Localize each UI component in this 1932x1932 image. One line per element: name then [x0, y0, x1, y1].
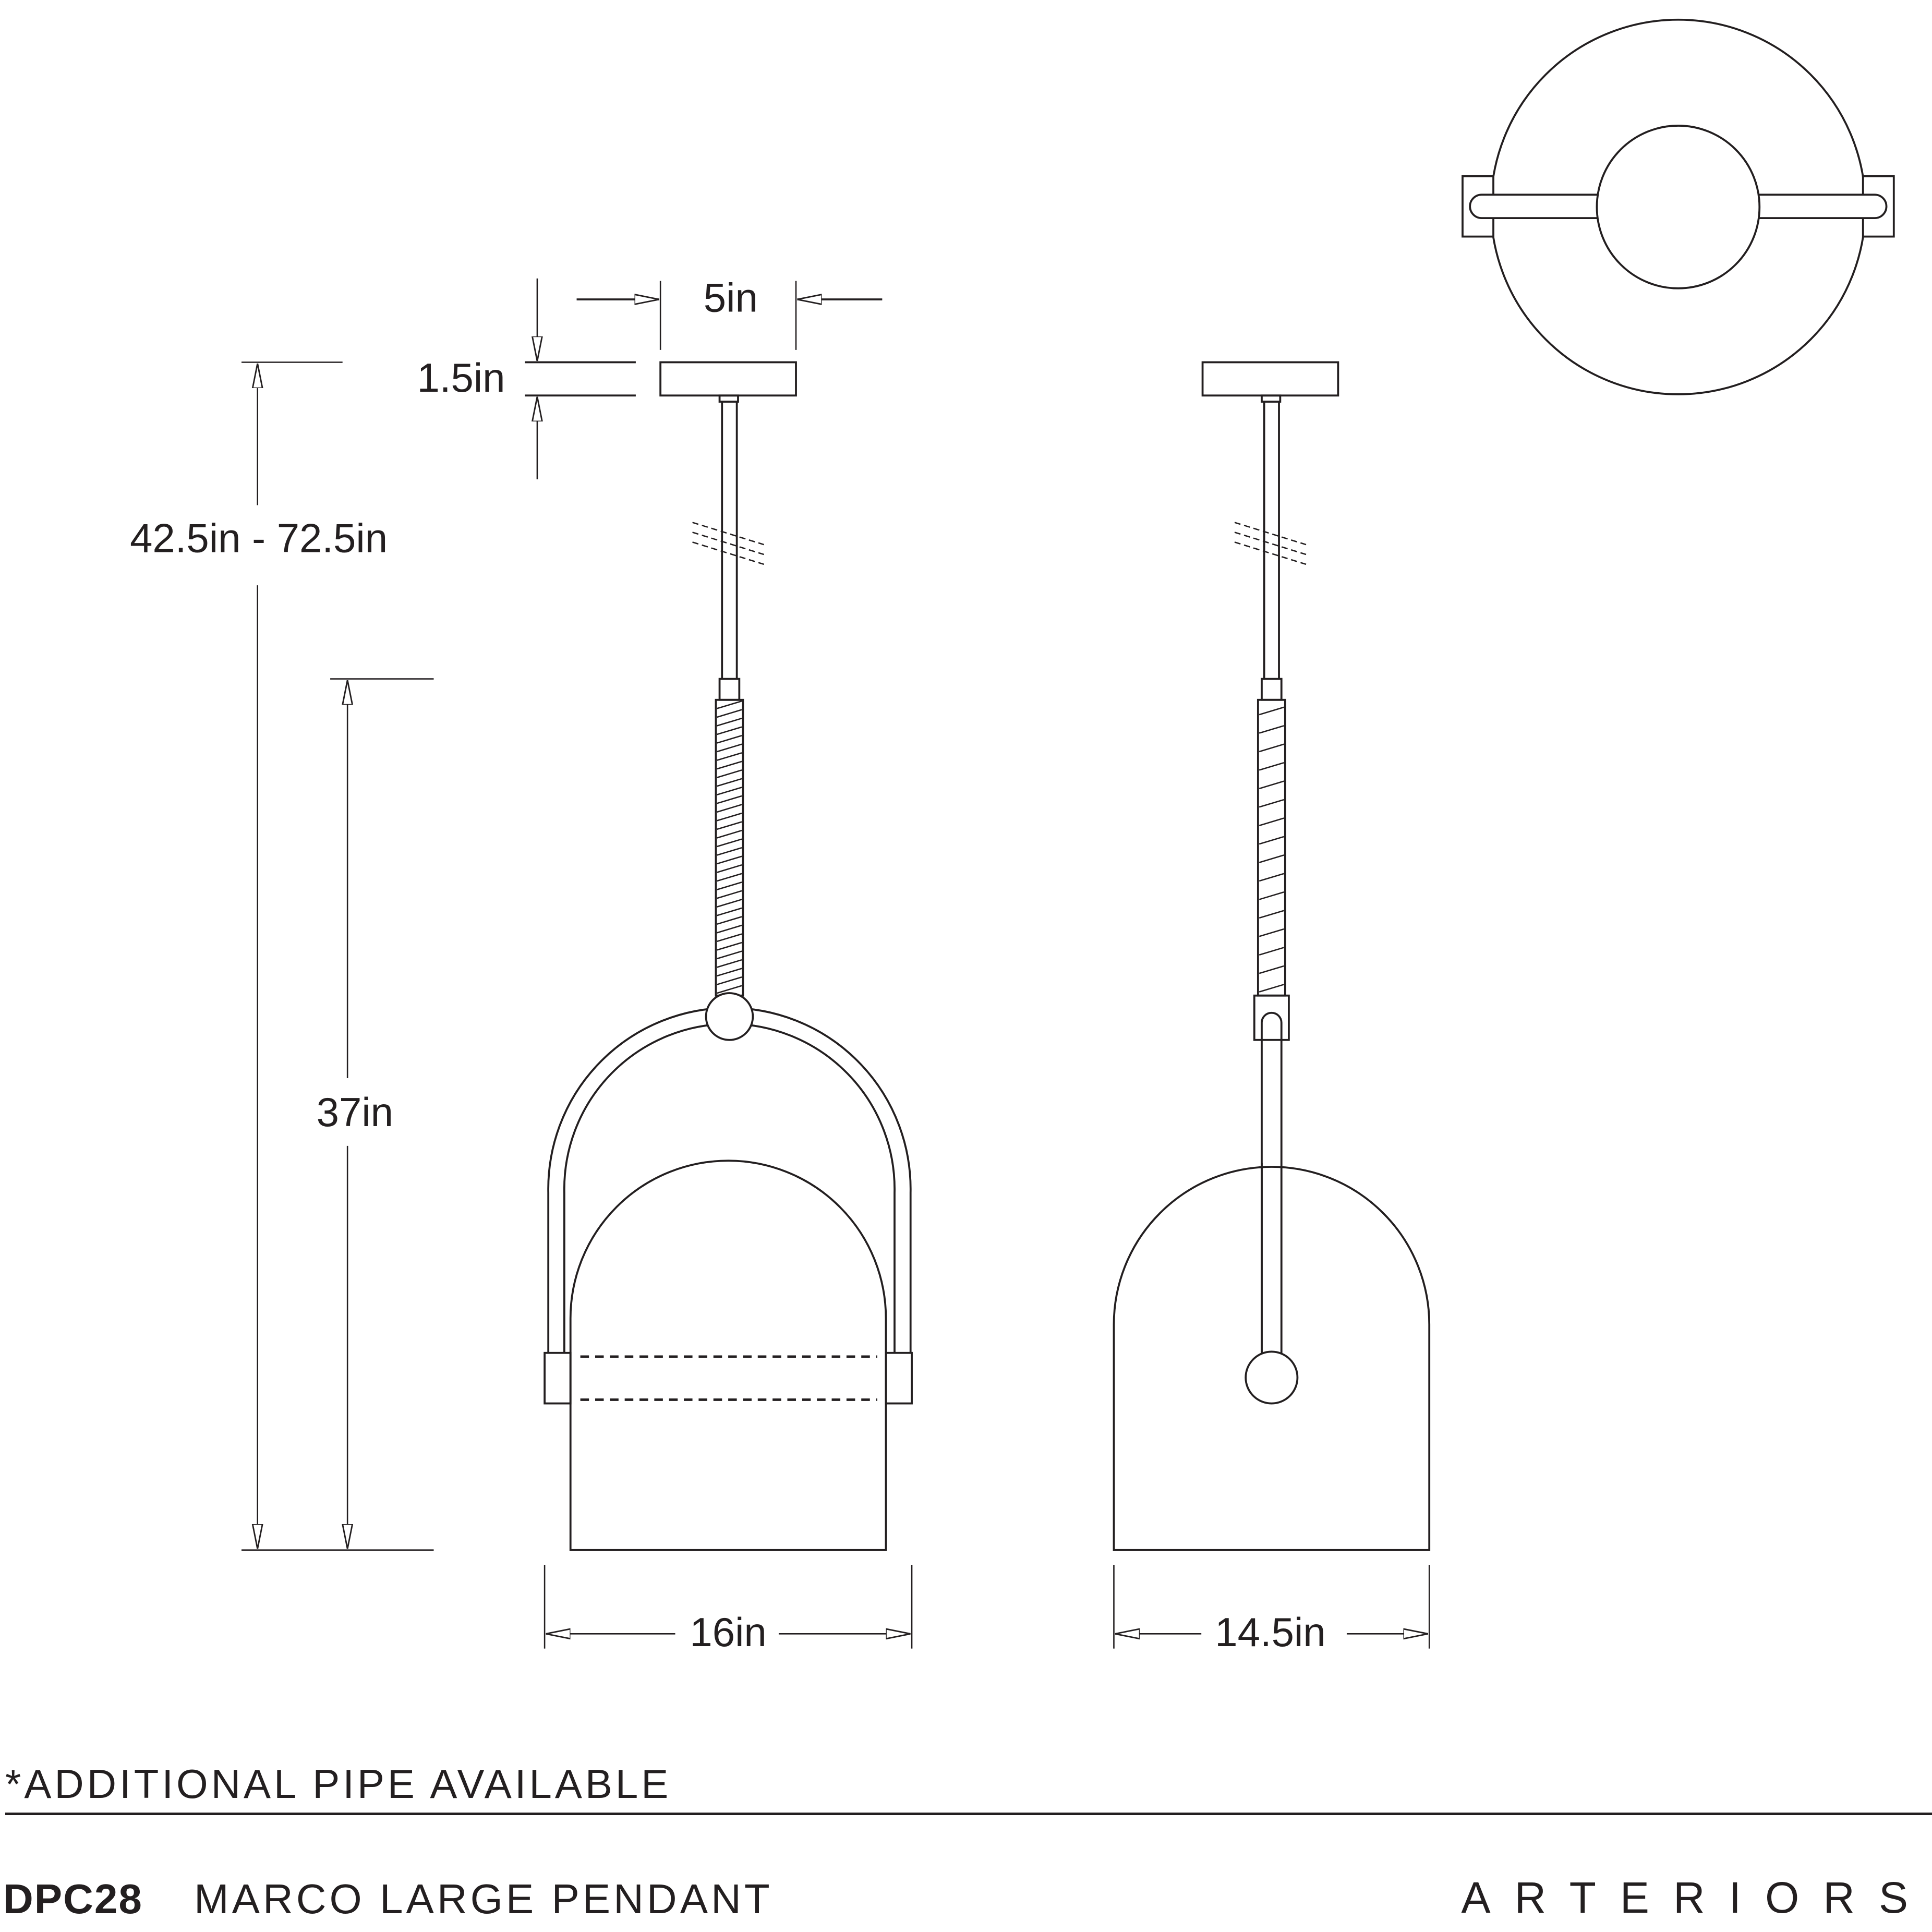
- threaded-rod: [717, 700, 742, 994]
- dim-side-width: 14.5in: [1215, 1609, 1325, 1655]
- finial-sphere: [1245, 1350, 1299, 1405]
- front-view: 16in: [544, 361, 913, 1655]
- hub-sphere: [705, 992, 754, 1041]
- dim-overall-height: 42.5in - 72.5in: [130, 515, 388, 561]
- product-sku: DPC28: [3, 1876, 143, 1922]
- top-view: [1462, 18, 1895, 395]
- pipe-break-icon: [1234, 522, 1307, 565]
- product-name: MARCO LARGE PENDANT: [194, 1876, 773, 1922]
- dim-body-height: 37in: [317, 1089, 393, 1135]
- pipe-break-icon: [692, 522, 764, 565]
- footer-note: *ADDITIONAL PIPE AVAILABLE: [5, 1761, 672, 1807]
- brand-logo: ARTERIORS: [1461, 1873, 1932, 1922]
- dim-canopy-width: 5in: [704, 275, 758, 321]
- dim-canopy-height: 1.5in: [417, 355, 505, 401]
- canopy-dimensions: 5in 1.5in: [417, 275, 883, 479]
- height-dimensions: 42.5in - 72.5in 37in: [130, 361, 434, 1551]
- dim-front-width: 16in: [690, 1609, 766, 1655]
- side-view: 14.5in: [1113, 361, 1431, 1655]
- footer-divider: [5, 1813, 1932, 1815]
